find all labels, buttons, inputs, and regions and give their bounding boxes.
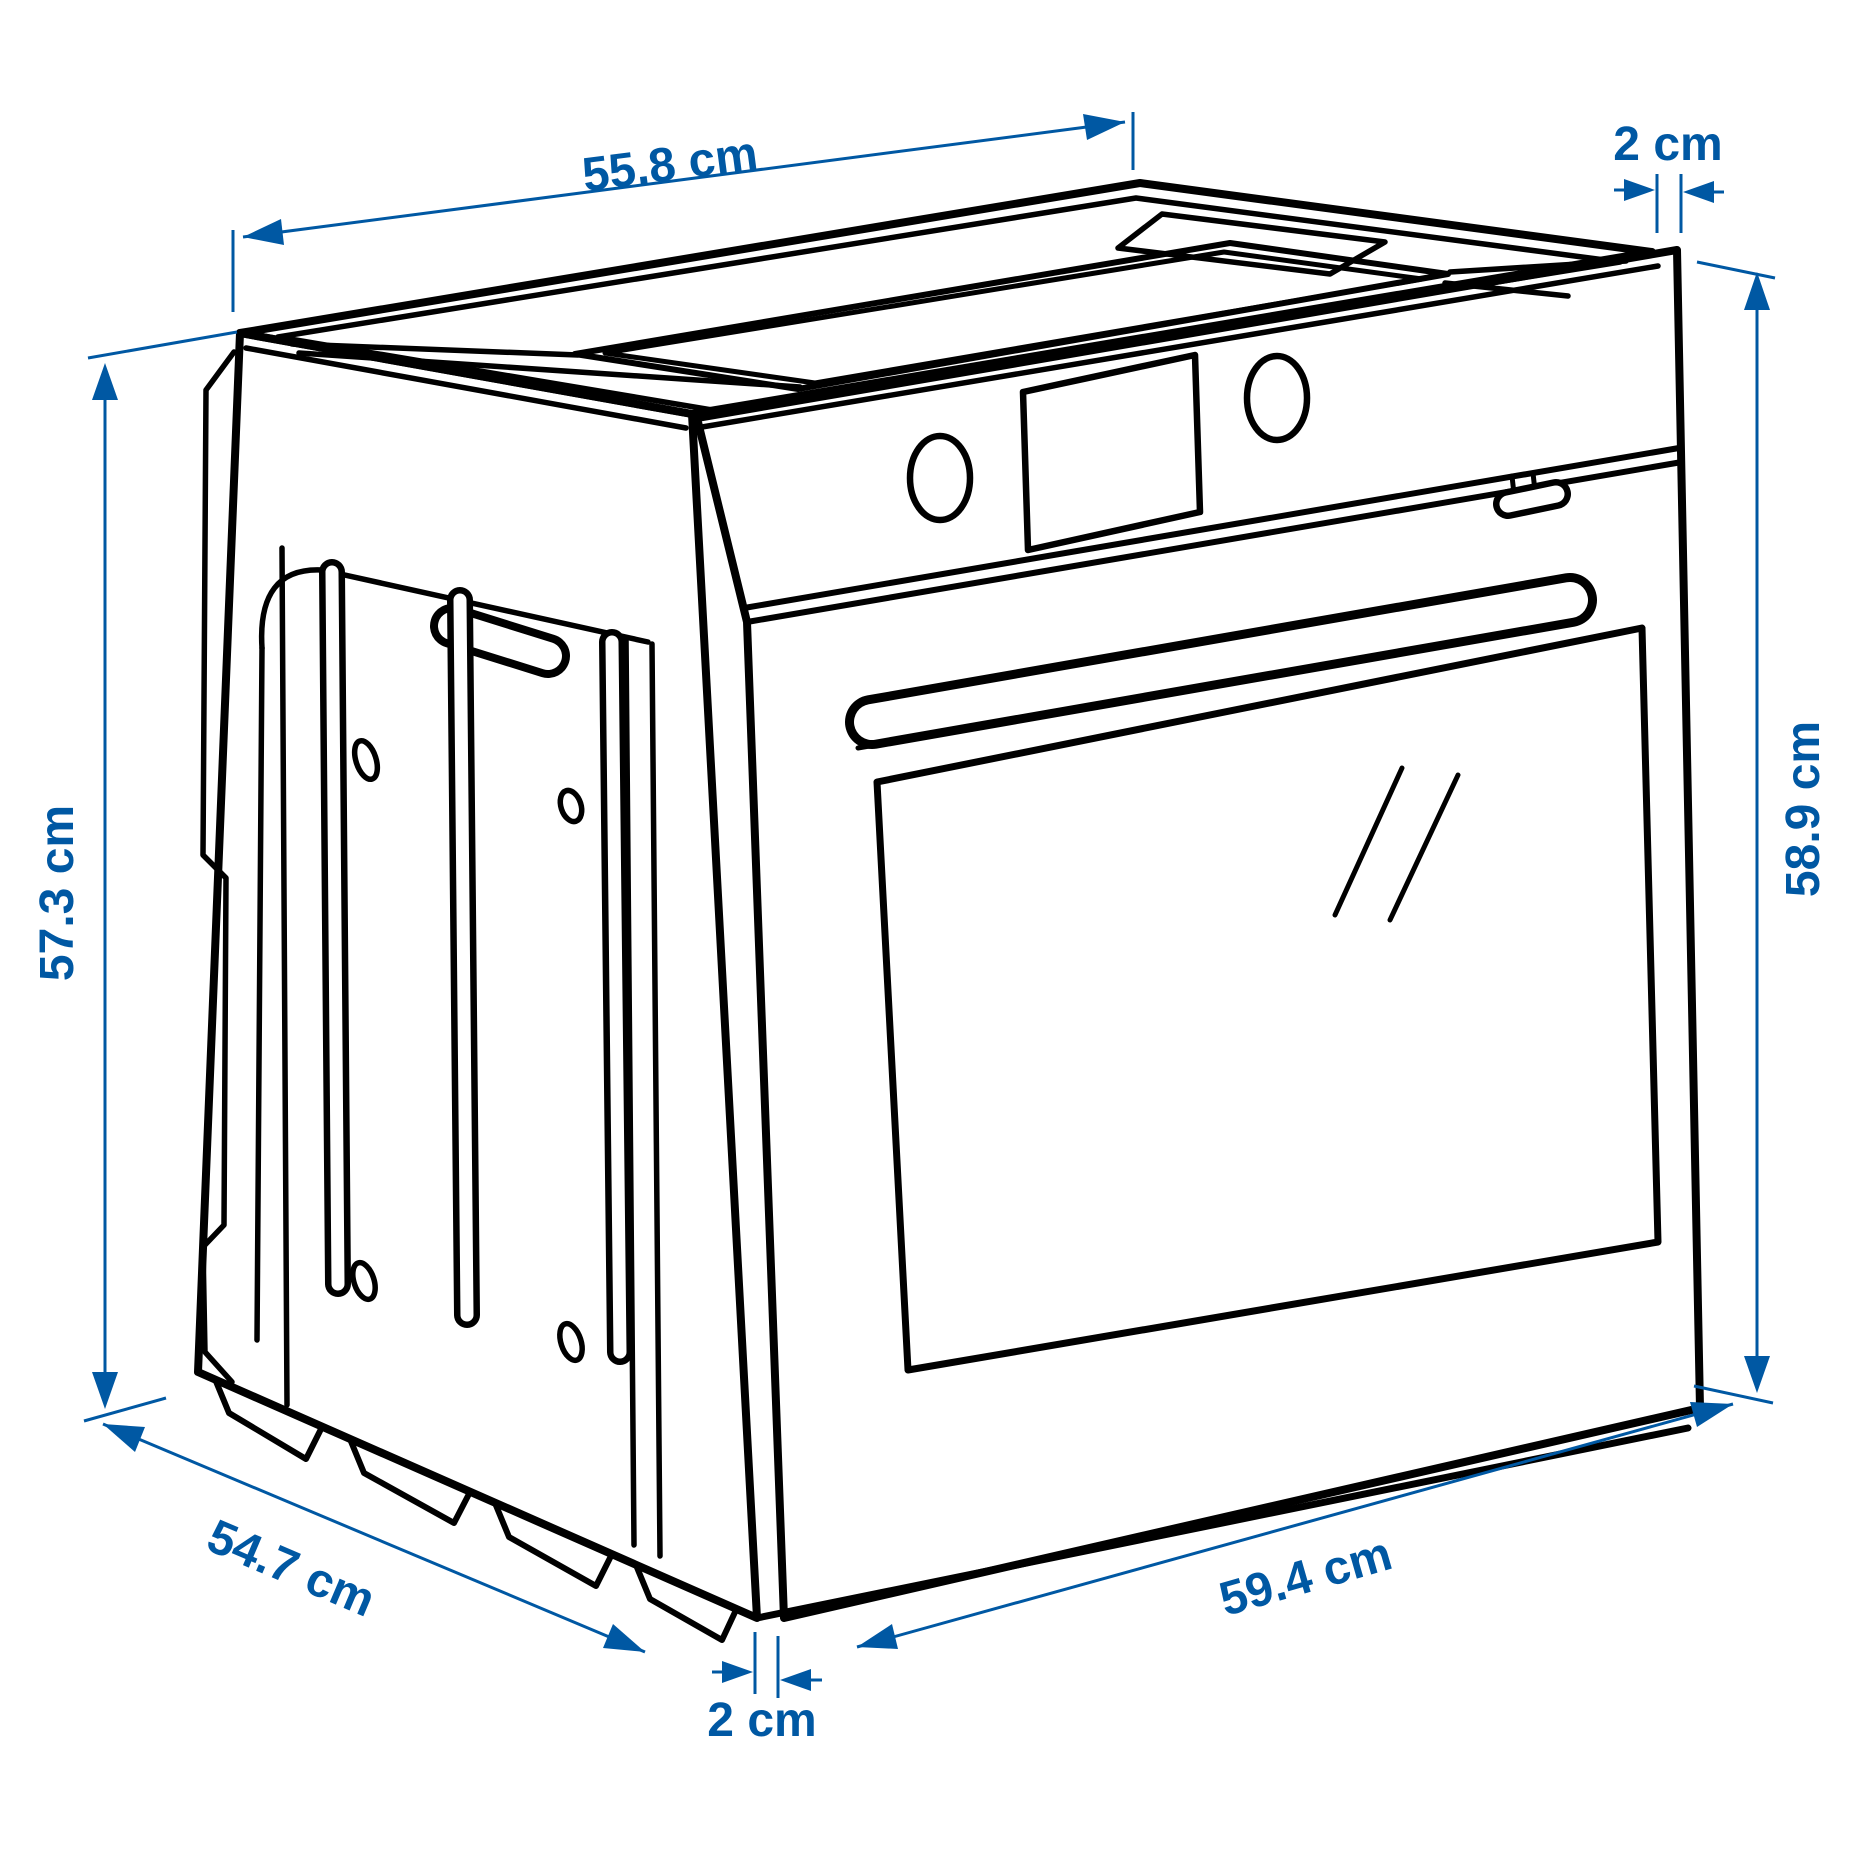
glass-outline [873, 624, 1662, 1374]
strip-bottom-2 [347, 1436, 473, 1526]
side-slot-1-fill [325, 565, 345, 1291]
dimension-line [856, 1402, 1734, 1649]
door-handle [845, 573, 1597, 751]
dimension-label-front-height: 58.9 cm [1777, 721, 1830, 897]
latch-body-fill [1499, 485, 1565, 513]
arrowhead-up [1744, 272, 1770, 310]
screw-hole-1 [351, 737, 381, 783]
strip-bottom-4 [633, 1562, 739, 1643]
screw-hole-2 [557, 787, 585, 825]
glass-shine-mark-1 [1332, 765, 1405, 918]
arrowhead-lower-right [603, 1624, 645, 1652]
door-latch [1493, 470, 1571, 519]
screw-hole-3 [350, 1259, 378, 1303]
top-recess-outer [572, 240, 1451, 392]
arrowhead-upper-left [103, 1424, 145, 1452]
door-glass-window [873, 624, 1662, 1374]
arrowhead-in-right [1624, 179, 1655, 201]
arrowhead-upper-right [1690, 1402, 1733, 1427]
dimension-line [102, 1422, 646, 1654]
dimension-label-side-depth: 54.7 cm [200, 1510, 383, 1628]
bracket-plate-right-edge-2 [649, 641, 663, 1559]
extension-tick [1696, 260, 1776, 280]
side-fold-line [279, 545, 290, 1408]
control-knob-right [1243, 352, 1311, 444]
top-brace-back-left [289, 341, 581, 358]
arrowhead-left [243, 219, 284, 245]
dimension-label-back-height: 57.3 cm [31, 805, 84, 981]
control-display [1019, 351, 1204, 554]
dimension-line [242, 120, 1126, 239]
arrowhead-in-right [722, 1661, 753, 1683]
dimension-label-front-width: 59.4 cm [1214, 1527, 1398, 1626]
dimension-label-bottom-gap: 2 cm [707, 1694, 816, 1747]
arrowhead-up [92, 363, 118, 400]
screw-hole-4 [557, 1320, 585, 1364]
dimension-label-top-width: 55.8 cm [579, 127, 761, 203]
oven-side-panel [194, 329, 761, 1643]
mounting-bracket-contour [200, 349, 237, 1385]
bracket-plate-left-edge [254, 645, 265, 1343]
top-recess-inner [602, 249, 1425, 386]
control-knob-left [906, 432, 974, 524]
extension-tick [83, 1396, 167, 1423]
arrowhead-down [1744, 1356, 1770, 1393]
bracket-plate-top-edge [258, 567, 651, 651]
front-panel-outline [693, 246, 1704, 1622]
strip-bottom-1 [212, 1376, 325, 1462]
dimension-side-depth: 54.7 cm [102, 1422, 646, 1654]
top-front-chamfer-line [699, 263, 1661, 430]
side-top-fold-line [243, 345, 689, 431]
glass-shine-mark-2 [1387, 772, 1461, 923]
arrowhead-lower-left [857, 1624, 898, 1649]
oven-illustration [194, 179, 1704, 1643]
oven-front-panel [693, 246, 1704, 1622]
arrowhead-right [1083, 114, 1125, 140]
top-pocket-back-right [1115, 211, 1388, 277]
control-band-bottom-line-1 [741, 445, 1682, 611]
dimension-bottom-gap: 2 cm [707, 1632, 822, 1747]
dimension-front-height: 58.9 cm [1693, 260, 1830, 1405]
side-slot-3-fill [605, 635, 627, 1359]
strip-bottom-3 [492, 1500, 615, 1589]
dimension-back-height: 57.3 cm [31, 330, 238, 1423]
dimension-front-width: 59.4 cm [856, 1402, 1734, 1649]
side-slot-2-fill [453, 593, 474, 1322]
dimension-label-top-gap: 2 cm [1613, 118, 1722, 171]
extension-tick [87, 330, 238, 360]
oven-top-face [236, 179, 1661, 430]
arrowhead-down [92, 1372, 118, 1409]
handle-bar-fill [854, 582, 1588, 740]
extension-tick [1693, 1384, 1774, 1405]
arrowhead-in-left [1683, 181, 1714, 203]
handle-bar-underside [855, 622, 1569, 751]
dimension-top-gap: 2 cm [1613, 118, 1724, 233]
arrowhead-in-left [780, 1669, 811, 1691]
